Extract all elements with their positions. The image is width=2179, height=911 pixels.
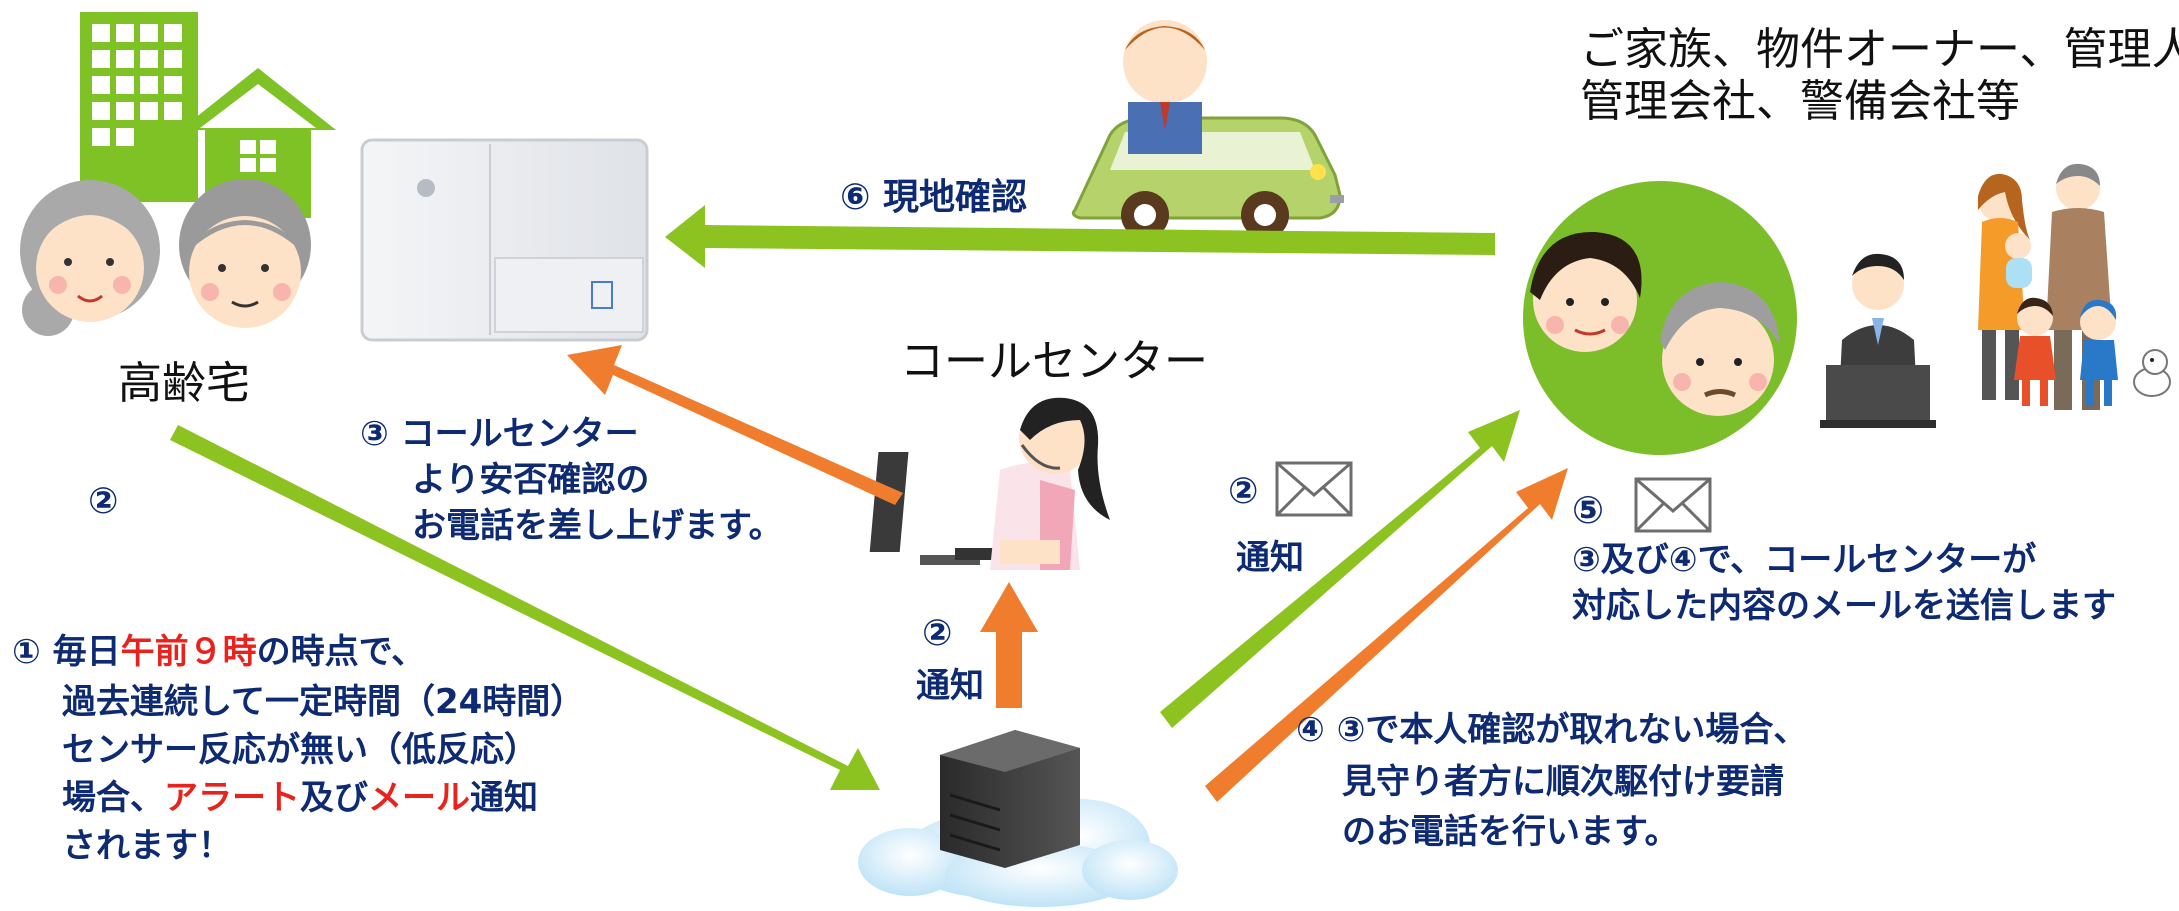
contacts-label-line2: 管理会社、警備会社等: [1580, 76, 2020, 127]
arrow-step4: [1205, 468, 1568, 802]
step4-line1: ④ ③で本人確認が取れない場合、: [1296, 710, 1808, 750]
contacts-label-line1: ご家族、物件オーナー、管理人、: [1580, 24, 2179, 75]
car-driver-icon: [1071, 20, 1344, 239]
step1-line1-prefix: ① 毎日: [12, 632, 121, 672]
elderly-couple-icon: [20, 179, 311, 336]
call-center-label: コールセンター: [900, 336, 1208, 387]
step1-line4-prefix: 場合、: [62, 778, 164, 818]
step3-line3: お電話を差し上げます。: [412, 506, 783, 546]
sensor-device-icon: [360, 138, 649, 342]
step5-number: ⑤: [1572, 488, 1605, 532]
step1-line5: されます！: [62, 826, 232, 866]
building-icon: [80, 12, 198, 202]
step4-line3: のお電話を行います。: [1342, 812, 1679, 852]
arrow-step2-right: [1160, 410, 1520, 728]
step2-left-number: ②: [88, 481, 119, 522]
mail-icon: [1275, 461, 1353, 517]
step1-line4-middle: 及び: [300, 778, 368, 818]
step1-line3: センサー反応が無い（低反応）: [62, 730, 538, 770]
step1-line1-suffix: の時点で、: [256, 632, 426, 672]
step4-line2: 見守り者方に順次駆付け要請: [1342, 762, 1784, 802]
step3-line2: より安否確認の: [412, 460, 650, 500]
family-circle-icon: [1523, 181, 1797, 455]
house-icon: [180, 68, 336, 218]
step2-center-text: 通知: [916, 666, 984, 706]
arrow-step2-center: [980, 582, 1038, 708]
step2-right-text: 通知: [1236, 538, 1304, 578]
step6-label: ⑥ 現地確認: [840, 177, 1028, 218]
step1-line4: 場合、アラート及びメール通知: [62, 776, 538, 820]
step1-mail-highlight: メール: [368, 778, 470, 818]
mail-icon: [1634, 477, 1712, 533]
step5-line1: ③及び④で、コールセンターが: [1572, 540, 2037, 580]
step2-right-number: ②: [1228, 471, 1259, 512]
step2-center-number: ②: [922, 613, 953, 654]
arrow-step6: [665, 205, 1495, 268]
house-label: 高齢宅: [118, 358, 250, 409]
operator-icon: [869, 397, 1110, 570]
step1-line4-suffix: 通知: [470, 778, 538, 818]
people-group-icon: [1820, 163, 2171, 428]
step5-line2: 対応した内容のメールを送信します: [1572, 586, 2116, 626]
step3-line1: ③ コールセンター: [360, 414, 639, 454]
arrow-step2-house: [170, 425, 880, 790]
step1-line1: ① 毎日午前９時の時点で、: [12, 630, 425, 674]
step1-line2: 過去連続して一定時間（24時間）: [62, 682, 585, 722]
server-cloud-icon: [858, 730, 1178, 907]
step1-alert-highlight: アラート: [164, 778, 300, 818]
step1-time-highlight: 午前９時: [120, 632, 257, 672]
arrow-step3: [567, 345, 903, 505]
